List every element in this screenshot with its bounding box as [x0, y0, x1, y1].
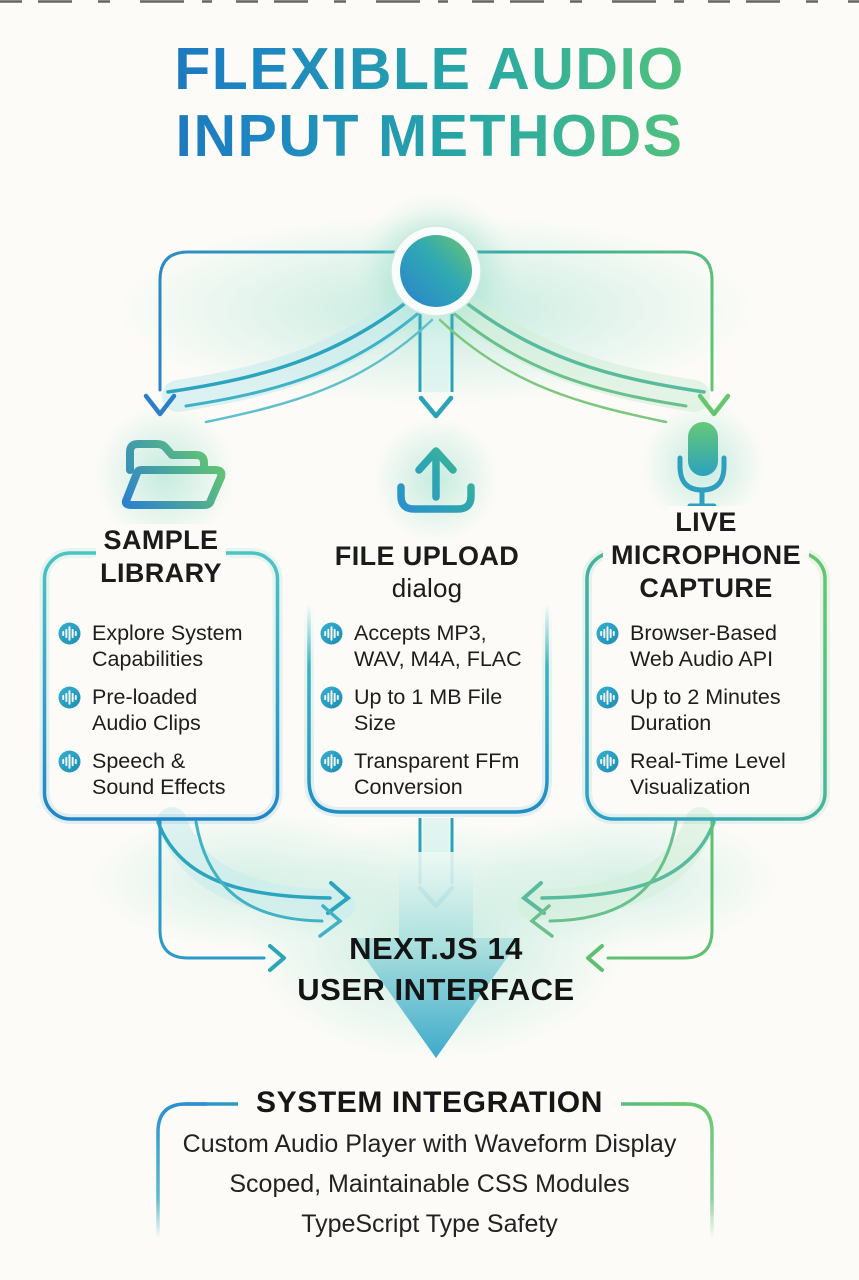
funnel-arrow — [351, 852, 521, 1058]
ui-node-line-2: USER INTERFACE — [297, 971, 575, 1007]
list-item: Accepts MP3,WAV, M4A, FLAC — [320, 620, 542, 672]
waveform-icon — [596, 750, 619, 773]
integration-item: Custom Audio Player with Waveform Displa… — [182, 1130, 677, 1158]
list-item: Speech &Sound Effects — [58, 748, 280, 800]
waveform-icon — [58, 686, 81, 709]
integration-item: TypeScript Type Safety — [301, 1210, 558, 1238]
card-title-file-upload: FILE UPLOAD dialog — [307, 540, 547, 605]
top-ribbons — [166, 296, 706, 424]
card-bullets-file-upload: Accepts MP3,WAV, M4A, FLAC Up to 1 MB Fi… — [320, 620, 542, 812]
waveform-icon — [320, 686, 343, 709]
card-title-sample-library: SAMPLE LIBRARY — [44, 524, 278, 590]
waveform-icon — [320, 622, 343, 645]
waveform-icon — [320, 750, 343, 773]
card-borders — [39, 548, 830, 824]
card-title-live-microphone-capture: LIVE MICROPHONE CAPTURE — [587, 506, 825, 605]
ui-node-line-1: NEXT.JS 14 — [349, 931, 523, 966]
waveform-icon — [596, 686, 619, 709]
page-title: FLEXIBLE AUDIO INPUT METHODS — [0, 36, 859, 169]
folder-icon — [121, 440, 226, 509]
upload-tray-icon — [397, 447, 475, 513]
integration-box-title: SYSTEM INTEGRATION — [0, 1086, 859, 1120]
integration-box-items: Custom Audio Player with Waveform Displa… — [0, 1124, 859, 1244]
waveform-icon — [58, 750, 81, 773]
integration-item: Scoped, Maintainable CSS Modules — [229, 1170, 630, 1198]
waveform-icon — [596, 622, 619, 645]
ui-node-label: NEXT.JS 14 USER INTERFACE — [224, 929, 648, 1011]
page-title-line-2: INPUT METHODS — [175, 102, 684, 169]
page-title-line-1: FLEXIBLE AUDIO — [174, 36, 685, 102]
waveform-icon — [58, 622, 81, 645]
bottom-ribbons — [156, 820, 716, 938]
thin-connectors — [143, 250, 731, 972]
audio-source-hub-node — [370, 205, 502, 337]
